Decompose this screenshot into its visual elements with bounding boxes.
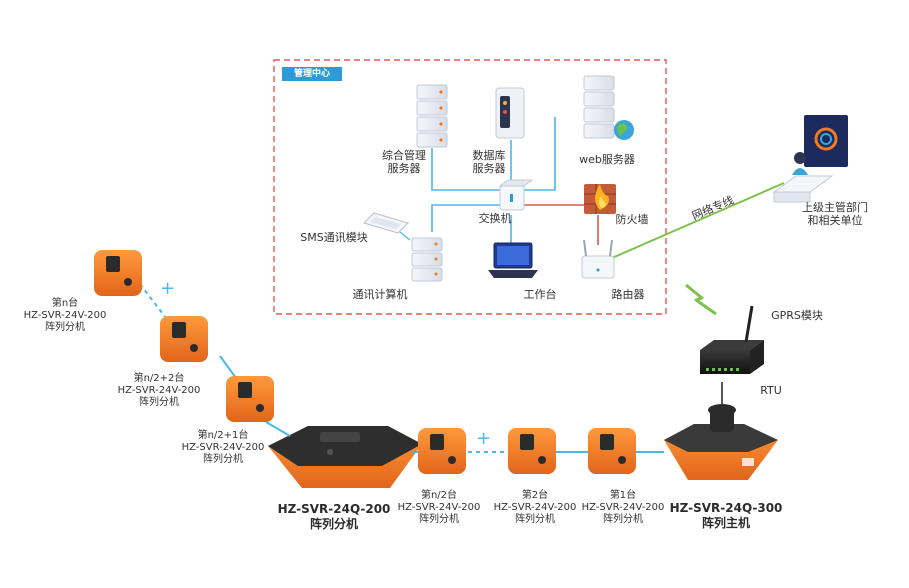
node-icon <box>94 250 142 296</box>
node-2-label: 第2台 HZ-SVR-24V-200 阵列分机 <box>493 490 577 525</box>
network-line-label: 网络专线 <box>690 193 736 223</box>
node-icon <box>418 428 466 474</box>
database-server-label: 数据库 服务器 <box>472 149 506 175</box>
chain-links-dashed <box>139 283 508 453</box>
web-server-icon <box>583 75 634 140</box>
database-server-icon <box>495 87 525 139</box>
router-label: 路由器 <box>611 288 645 301</box>
rtu-label: RTU <box>760 384 782 397</box>
comm-computer-label: 通讯计算机 <box>352 288 408 301</box>
node-icon <box>226 376 274 422</box>
plus-mark-top: + <box>160 278 175 299</box>
wireless-icon <box>685 283 717 316</box>
gprs-module-icon <box>700 305 764 374</box>
firewall-label: 防火墙 <box>615 213 649 226</box>
management-center-tag: 管理中心 <box>282 67 342 81</box>
firewall-icon <box>584 184 616 214</box>
sms-module-icon <box>363 212 409 234</box>
node-icon <box>588 428 636 474</box>
sub-hub-label: HZ-SVR-24Q-200 阵列分机 <box>277 502 391 531</box>
gprs-module-label: GPRS模块 <box>771 309 823 322</box>
switch-icon <box>498 179 534 211</box>
sms-link <box>399 231 411 241</box>
node-1-label: 第1台 HZ-SVR-24V-200 阵列分机 <box>581 490 665 525</box>
sub-hub-icon <box>268 426 422 488</box>
main-unit-icon <box>664 404 778 480</box>
management-links <box>431 117 556 245</box>
integrated-server-label: 综合管理 服务器 <box>382 149 426 175</box>
management-center-region <box>273 59 667 315</box>
superior-unit-icon <box>772 115 848 203</box>
integrated-server-icon <box>416 84 448 148</box>
node-n2-label: 第n/2台 HZ-SVR-24V-200 阵列分机 <box>397 490 481 525</box>
node-n2-plus1-label: 第n/2+1台 HZ-SVR-24V-200 阵列分机 <box>181 430 265 465</box>
web-server-label: web服务器 <box>579 153 635 166</box>
switch-label: 交换机 <box>478 212 512 225</box>
main-unit-label: HZ-SVR-24Q-300 阵列主机 <box>669 501 783 530</box>
router-icon <box>581 239 615 279</box>
plus-mark-chain: + <box>476 428 491 449</box>
comm-computer-icon <box>411 237 443 282</box>
node-n-label: 第n台 HZ-SVR-24V-200 阵列分机 <box>23 298 107 333</box>
sms-module-label: SMS通讯模块 <box>300 231 368 244</box>
node-icon <box>160 316 208 362</box>
node-icon <box>508 428 556 474</box>
chain-links <box>219 355 664 453</box>
workstation-icon <box>488 242 538 278</box>
workstation-label: 工作台 <box>523 288 557 301</box>
node-n2-plus2-label: 第n/2+2台 HZ-SVR-24V-200 阵列分机 <box>117 373 201 408</box>
superior-unit-label: 上级主管部门 和相关单位 <box>802 201 868 227</box>
network-line <box>611 182 785 259</box>
